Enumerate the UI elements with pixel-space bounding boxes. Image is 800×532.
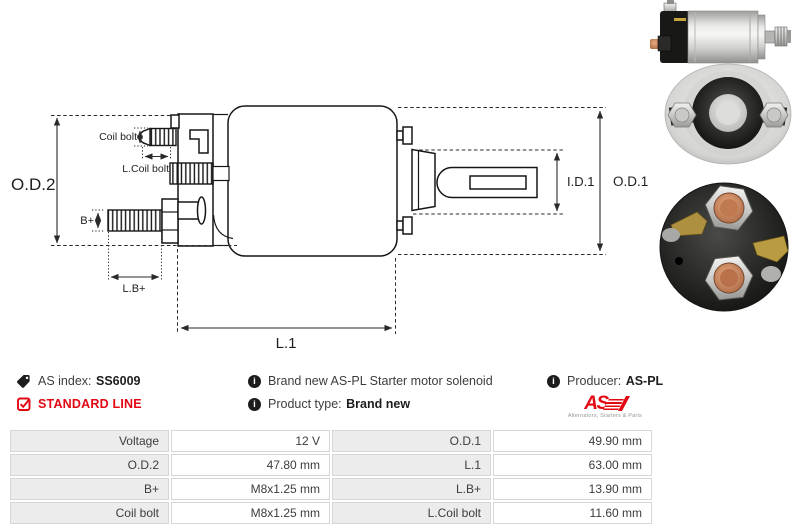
spec-value-od2: 47.80 mm <box>171 454 330 476</box>
as-index-label: AS index: <box>38 374 92 388</box>
product-description: Brand new AS-PL Starter motor solenoid <box>268 374 493 388</box>
dim-l1: L.1 <box>177 249 396 352</box>
dim-l-b-plus: L.B+ <box>108 232 162 295</box>
spec-label-l1: L.1 <box>332 454 491 476</box>
checkbox-checked-icon <box>16 397 31 412</box>
info-column-product: i Brand new AS-PL Starter motor solenoid… <box>248 373 493 419</box>
dim-label-od2: O.D.2 <box>11 175 55 194</box>
b-plus-bolt-drawing <box>107 196 207 244</box>
product-type-label: Product type: <box>268 397 342 411</box>
tag-icon <box>16 374 31 389</box>
spec-value-lbplus: 13.90 mm <box>493 478 652 500</box>
info-column-producer: i Producer: AS-PL AS Alternators, Starte… <box>547 373 663 419</box>
spec-value-coilbolt: M8x1.25 mm <box>171 502 330 524</box>
dim-id1: I.D.1 <box>413 149 594 215</box>
info-icon: i <box>547 374 560 388</box>
producer-text: Producer: AS-PL <box>567 374 663 388</box>
dim-coil-bolt: Coil bolt <box>99 127 148 147</box>
spec-label-od2: O.D.2 <box>10 454 169 476</box>
product-type-row: i Product type: Brand new <box>248 396 493 412</box>
as-pl-logo: AS Alternators, Starters & Parts <box>565 394 645 419</box>
coil-bolt-drawing <box>139 127 177 147</box>
info-bar: AS index: SS6009 STANDARD LINE i Brand n… <box>0 371 800 427</box>
dim-label-l-b-plus: L.B+ <box>123 283 146 295</box>
spec-value-lcoilbolt: 11.60 mm <box>493 502 652 524</box>
product-type-text: Product type: Brand new <box>268 397 410 411</box>
spec-value-l1: 63.00 mm <box>493 454 652 476</box>
plunger-shaft-drawing <box>396 126 538 235</box>
spec-label-coilbolt: Coil bolt <box>10 502 169 524</box>
spec-label-bplus: B+ <box>10 478 169 500</box>
standard-line-row: STANDARD LINE <box>16 396 142 412</box>
spec-label-voltage: Voltage <box>10 430 169 452</box>
info-icon: i <box>248 397 261 411</box>
as-pl-logo-tagline: Alternators, Starters & Parts <box>567 413 643 419</box>
as-index-row: AS index: SS6009 <box>16 373 142 389</box>
spec-value-od1: 49.90 mm <box>493 430 652 452</box>
technical-drawing: O.D.2 Coil bolt L.Coil bolt B+ L.B+ <box>11 0 792 352</box>
photo-side-view[interactable] <box>650 0 791 64</box>
info-icon: i <box>248 374 261 388</box>
dim-label-l-coil-bolt: L.Coil bolt <box>122 163 169 175</box>
dim-label-id1: I.D.1 <box>567 174 594 189</box>
producer-value: AS-PL <box>625 374 664 388</box>
info-column-index: AS index: SS6009 STANDARD LINE <box>16 373 142 419</box>
photo-rear-view[interactable] <box>659 182 789 312</box>
as-pl-logo-mark: AS <box>584 394 630 413</box>
dim-label-l1: L.1 <box>276 335 297 352</box>
standard-line-badge: STANDARD LINE <box>38 397 142 411</box>
spec-label-lcoilbolt: L.Coil bolt <box>332 502 491 524</box>
spec-label-lbplus: L.B+ <box>332 478 491 500</box>
photo-front-view[interactable] <box>664 63 792 165</box>
producer-row: i Producer: AS-PL <box>547 373 663 389</box>
dim-od2: O.D.2 <box>11 115 237 246</box>
as-index-value: SS6009 <box>96 374 141 388</box>
spec-value-bplus: M8x1.25 mm <box>171 478 330 500</box>
dim-b-plus: B+ <box>80 209 105 232</box>
as-index-text: AS index: SS6009 <box>38 374 140 388</box>
producer-label: Producer: <box>567 374 622 388</box>
spec-value-voltage: 12 V <box>171 430 330 452</box>
dim-od1: O.D.1 <box>398 107 648 255</box>
product-type-value: Brand new <box>346 397 411 411</box>
dim-label-b-plus: B+ <box>80 215 94 227</box>
solenoid-outline-drawing <box>169 105 398 257</box>
description-row: i Brand new AS-PL Starter motor solenoid <box>248 373 493 389</box>
spec-table: Voltage 12 V O.D.1 49.90 mm O.D.2 47.80 … <box>10 430 652 524</box>
dim-label-od1: O.D.1 <box>613 174 648 189</box>
dim-label-coil-bolt: Coil bolt <box>99 131 137 143</box>
dim-l-coil-bolt: L.Coil bolt <box>122 147 171 175</box>
spec-label-od1: O.D.1 <box>332 430 491 452</box>
